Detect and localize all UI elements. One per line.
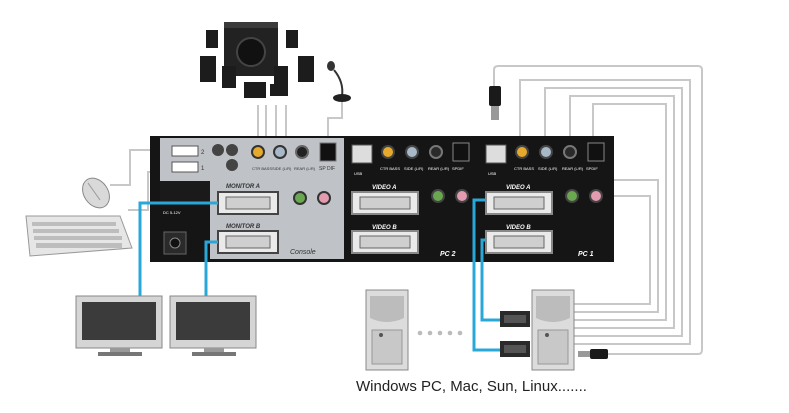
keyboard-keys [32, 222, 122, 248]
speaker-right [298, 56, 314, 82]
usb-port-1-label: 1 [201, 166, 205, 172]
pc1-label: PC 1 [578, 251, 594, 258]
console-rear-jack [295, 145, 309, 159]
speaker-right-front [274, 66, 288, 88]
mic-cable [327, 100, 343, 140]
console-usb-port-2 [171, 145, 199, 157]
speaker-center [244, 82, 266, 98]
speaker-left-top [206, 30, 218, 48]
platform-caption: Windows PC, Mac, Sun, Linux....... [356, 378, 587, 395]
pc2-spdif-label: SPDIF [452, 166, 464, 171]
pc1-spdif-label: SPDIF [586, 166, 598, 171]
audio-cable-3 [569, 95, 675, 329]
usb-port-2-label: 2 [201, 150, 205, 156]
console-ctr-bass-label: CTR BASS [252, 166, 272, 171]
speaker-left [200, 56, 216, 82]
pc1-video-b-label: VIDEO B [506, 225, 531, 231]
keyboard [25, 215, 133, 257]
blue-cable-video-b [480, 238, 500, 322]
blue-cable-video-a [472, 198, 500, 352]
console-usb-port-1 [171, 161, 199, 173]
console-speaker-jack [293, 191, 307, 205]
pc2-rear-label: REAR (L/R) [428, 166, 450, 171]
pc1-mic-jack [589, 189, 603, 203]
pc2-spdif-port [452, 142, 470, 162]
audio-cable-4 [574, 103, 667, 321]
audio-cable-6 [574, 195, 651, 305]
console-side-jack [273, 145, 287, 159]
pc1-rear-label: REAR (L/R) [562, 166, 584, 171]
pc1-spdif-port [587, 142, 605, 162]
pc2-side-label: SIDE (L/R) [404, 166, 424, 171]
console-label: Console [290, 249, 316, 256]
blue-cable-monitor-b [204, 240, 218, 296]
dvi-connector-1 [500, 311, 530, 327]
pc1-usb-port [485, 144, 507, 164]
console-side-label: SIDE (L/R) [272, 166, 292, 171]
pc1-speaker-jack [565, 189, 579, 203]
blue-cables [138, 198, 500, 352]
speaker-center-2 [270, 84, 288, 96]
usb-plug-top [489, 86, 501, 120]
console-button-2[interactable] [226, 144, 238, 156]
audio-cable-5 [574, 179, 659, 313]
pc1-side-label: SIDE (L/R) [538, 166, 558, 171]
audio-cable-1 [519, 79, 691, 345]
console-rear-label: REAR (L/R) [294, 166, 316, 171]
pc-tower-left [365, 289, 409, 371]
kvm-switch: 2 1 CTR BASS SIDE (L/R) REAR (L/R) SP DI… [150, 136, 614, 262]
pc1-ctr-bass-jack [515, 145, 529, 159]
pc2-rear-jack [429, 145, 443, 159]
pc2-usb-port [351, 144, 373, 164]
ellipsis-dots [417, 330, 463, 336]
audio-cable-2 [544, 87, 683, 337]
console-button-1[interactable] [212, 144, 224, 156]
console-ctr-bass-jack [251, 145, 265, 159]
usb-cable-top [493, 65, 703, 355]
pc2-side-jack [405, 145, 419, 159]
console-spdif-label: SP DIF [319, 166, 335, 172]
pc2-ctr-bass-label: CTR BASS [380, 166, 400, 171]
blue-cable-monitor-a [138, 201, 218, 296]
pc2-speaker-jack [431, 189, 445, 203]
pc-tower-right [531, 289, 575, 371]
console-mic-jack [317, 191, 331, 205]
dc-power-label: DC 5-12V [163, 210, 181, 215]
pc2-mic-jack [455, 189, 469, 203]
monitor-a-label: MONITOR A [226, 184, 260, 190]
pc1-ctr-bass-label: CTR BASS [514, 166, 534, 171]
pc2-video-a-label: VIDEO A [372, 185, 396, 191]
mouse [82, 177, 110, 209]
pc1-usb-label: USB [488, 171, 497, 176]
monitor-b-label: MONITOR B [226, 224, 261, 230]
console-spdif-port [319, 142, 337, 162]
microphone [327, 61, 351, 102]
dvi-connector-2 [500, 341, 530, 357]
pc2-ctr-bass-jack [381, 145, 395, 159]
pc2-video-b-label: VIDEO B [372, 225, 397, 231]
pc1-side-jack [539, 145, 553, 159]
pc1-video-a-label: VIDEO A [506, 185, 530, 191]
usb-plug-bottom [578, 349, 608, 359]
pc1-rear-jack [563, 145, 577, 159]
speaker-left-front [222, 66, 236, 88]
pc2-label: PC 2 [440, 251, 456, 258]
console-button-3[interactable] [226, 159, 238, 171]
monitor-left [75, 295, 163, 356]
speaker-set [200, 22, 314, 98]
monitor-right [169, 295, 257, 356]
pc2-usb-label: USB [354, 171, 363, 176]
speaker-right-top [286, 30, 298, 48]
